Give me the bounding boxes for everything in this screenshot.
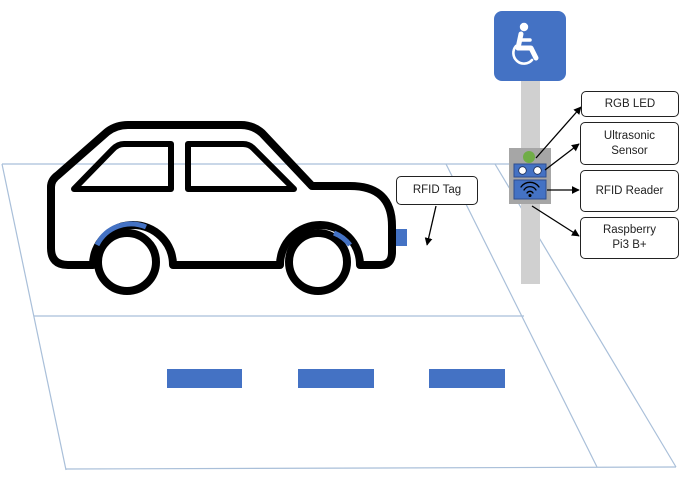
rfid-tag-label-text: RFID Tag bbox=[412, 184, 462, 196]
rfid-reader-icon bbox=[513, 179, 547, 200]
rgb-led-icon bbox=[523, 151, 535, 163]
ultrasonic-sensor-label-text: Ultrasonic Sensor bbox=[603, 129, 656, 157]
arrow-ultrasonic bbox=[544, 143, 580, 171]
ultrasonic-sensor-label: Ultrasonic Sensor bbox=[580, 122, 679, 165]
rfid-reader-label-text: RFID Reader bbox=[595, 184, 664, 197]
connector-arrows bbox=[424, 106, 582, 246]
rfid-tag-marker bbox=[396, 229, 407, 246]
lane-dashes bbox=[167, 369, 505, 388]
raspberry-pi-label: Raspberry Pi3 B+ bbox=[580, 217, 679, 259]
rfid-reader-label: RFID Reader bbox=[580, 170, 679, 212]
rgb-led-label: RGB LED bbox=[581, 91, 679, 117]
car-illustration bbox=[47, 121, 396, 295]
wifi-icon bbox=[520, 181, 540, 198]
sensor-housing bbox=[509, 148, 551, 204]
parking-lines bbox=[1, 163, 677, 471]
accessible-parking-sign bbox=[494, 11, 566, 81]
arrow-rfid-tag bbox=[424, 205, 437, 246]
rear-arch-highlight bbox=[332, 230, 352, 247]
raspberry-pi-label-text: Raspberry Pi3 B+ bbox=[602, 224, 657, 251]
wheelchair-accessible-icon bbox=[512, 22, 539, 65]
arrow-raspberry-pi bbox=[531, 205, 580, 237]
rgb-led-label-text: RGB LED bbox=[604, 97, 656, 110]
rfid-tag-label: RFID Tag bbox=[396, 176, 478, 205]
arrow-rgb-led bbox=[535, 106, 582, 159]
front-arch-highlight bbox=[94, 221, 147, 247]
